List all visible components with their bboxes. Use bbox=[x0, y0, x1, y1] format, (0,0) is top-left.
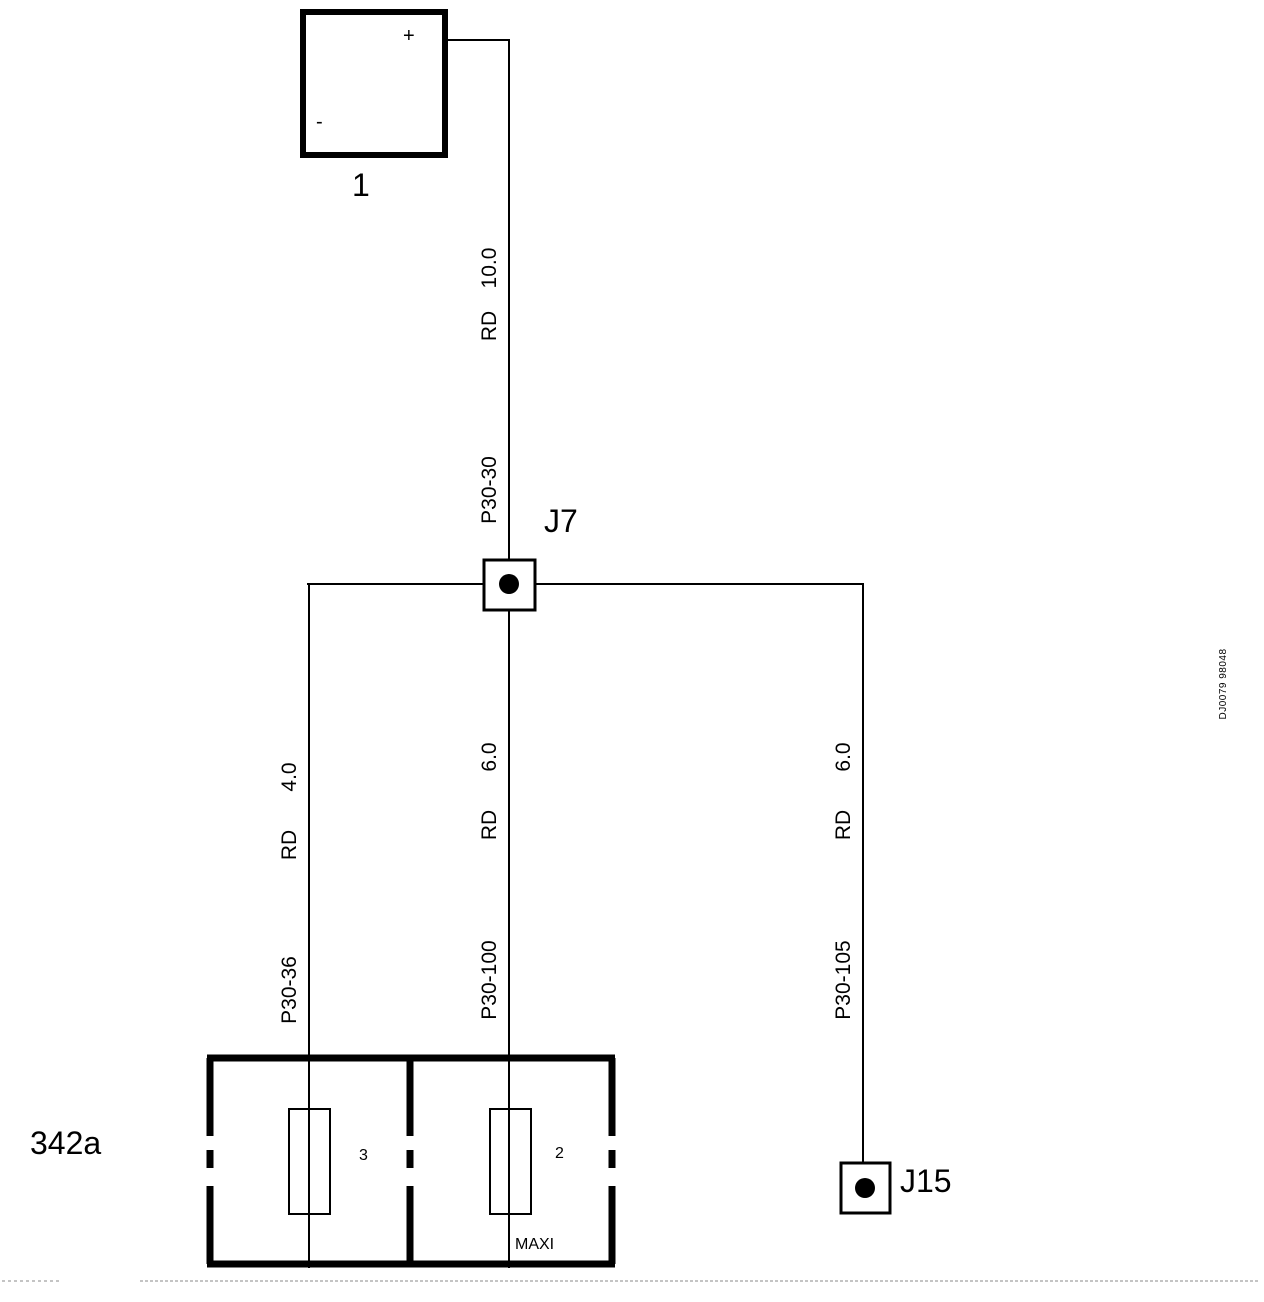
branch-left-color: RD bbox=[278, 830, 301, 860]
fuse-2-number: 2 bbox=[555, 1145, 564, 1162]
battery: + - 1 bbox=[300, 9, 448, 203]
doc-reference: DJ0079 98048 bbox=[1218, 648, 1229, 719]
junction-j7: J7 bbox=[482, 503, 578, 612]
fuse-box-label: 342a bbox=[30, 1125, 101, 1161]
main-wire-color: RD bbox=[478, 311, 501, 341]
main-wire-size: 10.0 bbox=[478, 248, 501, 289]
fuse-3: 3 bbox=[288, 1108, 368, 1215]
branch-wire-right: 6.0 RD P30-105 bbox=[832, 584, 864, 1165]
branch-middle-size: 6.0 bbox=[478, 742, 501, 771]
branch-left-code: P30-36 bbox=[278, 956, 301, 1024]
branch-left-size: 4.0 bbox=[278, 762, 301, 791]
branch-right-code: P30-105 bbox=[832, 940, 855, 1019]
battery-label: 1 bbox=[352, 167, 370, 203]
fuse-3-number: 3 bbox=[359, 1147, 368, 1164]
main-wire-code: P30-30 bbox=[478, 456, 501, 524]
battery-plus-terminal: + bbox=[403, 25, 415, 47]
junction-j7-label: J7 bbox=[544, 503, 578, 539]
branch-right-color: RD bbox=[832, 810, 855, 840]
branch-right-size: 6.0 bbox=[832, 742, 855, 771]
junction-j15-label: J15 bbox=[900, 1163, 952, 1199]
fuse-2: 2 MAXI bbox=[489, 1108, 564, 1253]
junction-j15: J15 bbox=[839, 1161, 952, 1215]
branch-middle-color: RD bbox=[478, 810, 501, 840]
branch-middle-code: P30-100 bbox=[478, 940, 501, 1019]
battery-minus-terminal: - bbox=[316, 111, 323, 133]
fuse-2-type: MAXI bbox=[515, 1236, 554, 1253]
fuse-box: 3 2 MAXI 342a bbox=[30, 1054, 616, 1268]
main-wire: 10.0 RD P30-30 bbox=[445, 39, 510, 585]
